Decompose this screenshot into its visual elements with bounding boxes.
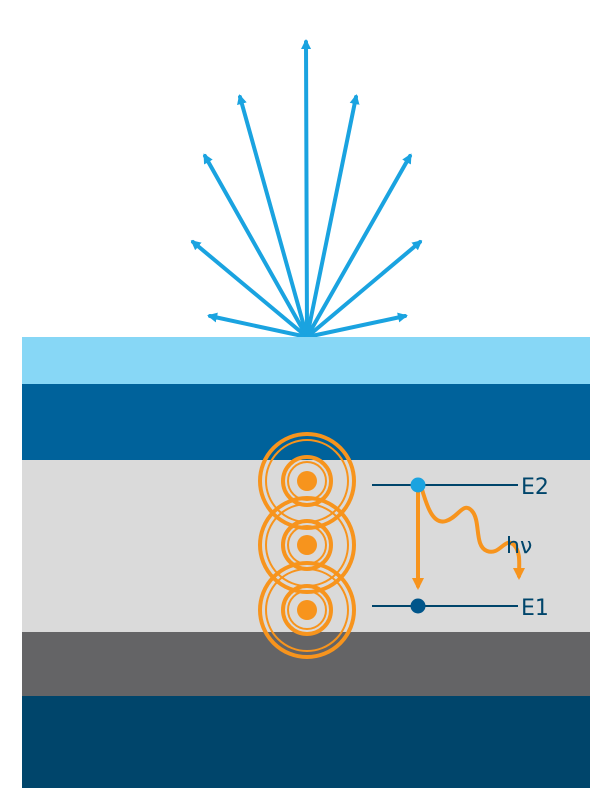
emission-arrow-8 [305, 240, 423, 339]
emission-arrow-3 [203, 153, 309, 339]
photon-energy-label: hν [506, 534, 532, 559]
emitter-bottom [258, 561, 356, 659]
emission-arrow-1 [207, 312, 309, 339]
emission-arrows [190, 39, 423, 339]
top-coating-layer [22, 337, 590, 384]
upper-blue-layer [22, 384, 590, 460]
emission-arrow-7 [305, 153, 412, 339]
lower-energy-level-label: E1 [521, 596, 549, 621]
photon-emission-wave [419, 484, 526, 580]
dark-gray-layer [22, 632, 590, 696]
emission-arrow-4 [237, 94, 309, 339]
substrate-layer [22, 696, 590, 788]
emitter-top [258, 432, 356, 530]
energy-level-diagram: E2 E1 hν [372, 475, 549, 621]
emission-arrow-5 [301, 39, 312, 339]
lower-electron-dot [410, 598, 426, 614]
upper-energy-level-label: E2 [521, 475, 549, 500]
emission-arrow-6 [305, 94, 360, 339]
emission-arrow-2 [190, 240, 309, 339]
emitter-stack [258, 432, 356, 659]
upper-electron-dot [410, 477, 426, 493]
emission-arrow-9 [305, 312, 408, 339]
